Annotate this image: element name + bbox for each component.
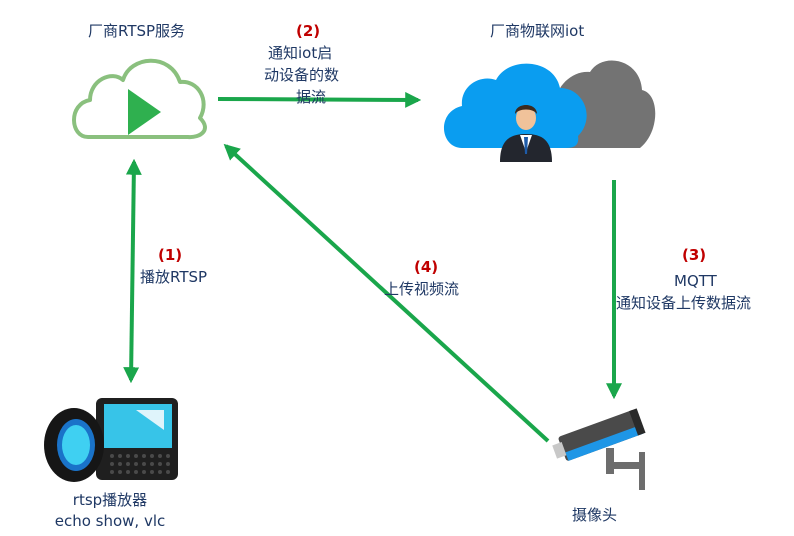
- edge-1-arrow: [123, 158, 142, 384]
- edge-4-arrow: [223, 143, 550, 443]
- play-icon: [128, 89, 161, 135]
- camera-icon: [552, 408, 646, 490]
- rtsp-service-label: 厂商RTSP服务: [88, 22, 186, 40]
- edge-1-step: (1): [158, 246, 183, 264]
- edge-3-step: (3): [682, 246, 707, 264]
- iot-cloud-icon: [443, 60, 656, 162]
- edge-4-text: 上传视频流: [384, 280, 460, 298]
- edge-2-line-3: 据流: [296, 88, 327, 106]
- edge-2-arrow: [217, 91, 422, 108]
- edge-2-line-1: 通知iot启: [268, 44, 333, 62]
- player-label: rtsp播放器: [72, 491, 148, 509]
- iot-platform-label: 厂商物联网iot: [490, 22, 585, 40]
- edge-4-step: (4): [414, 258, 439, 276]
- edge-3-line-1: MQTT: [674, 272, 717, 290]
- user-icon: [500, 105, 552, 162]
- player-device-icon: [44, 398, 178, 482]
- camera-label: 摄像头: [572, 506, 618, 524]
- edge-2-line-2: 动设备的数: [264, 66, 340, 84]
- edge-3-line-2: 通知设备上传数据流: [616, 294, 752, 312]
- rtsp-cloud-icon: [72, 58, 207, 140]
- player-sublabel: echo show, vlc: [54, 512, 166, 530]
- edge-2-step: (2): [296, 22, 321, 40]
- edge-1-text: 播放RTSP: [140, 268, 208, 286]
